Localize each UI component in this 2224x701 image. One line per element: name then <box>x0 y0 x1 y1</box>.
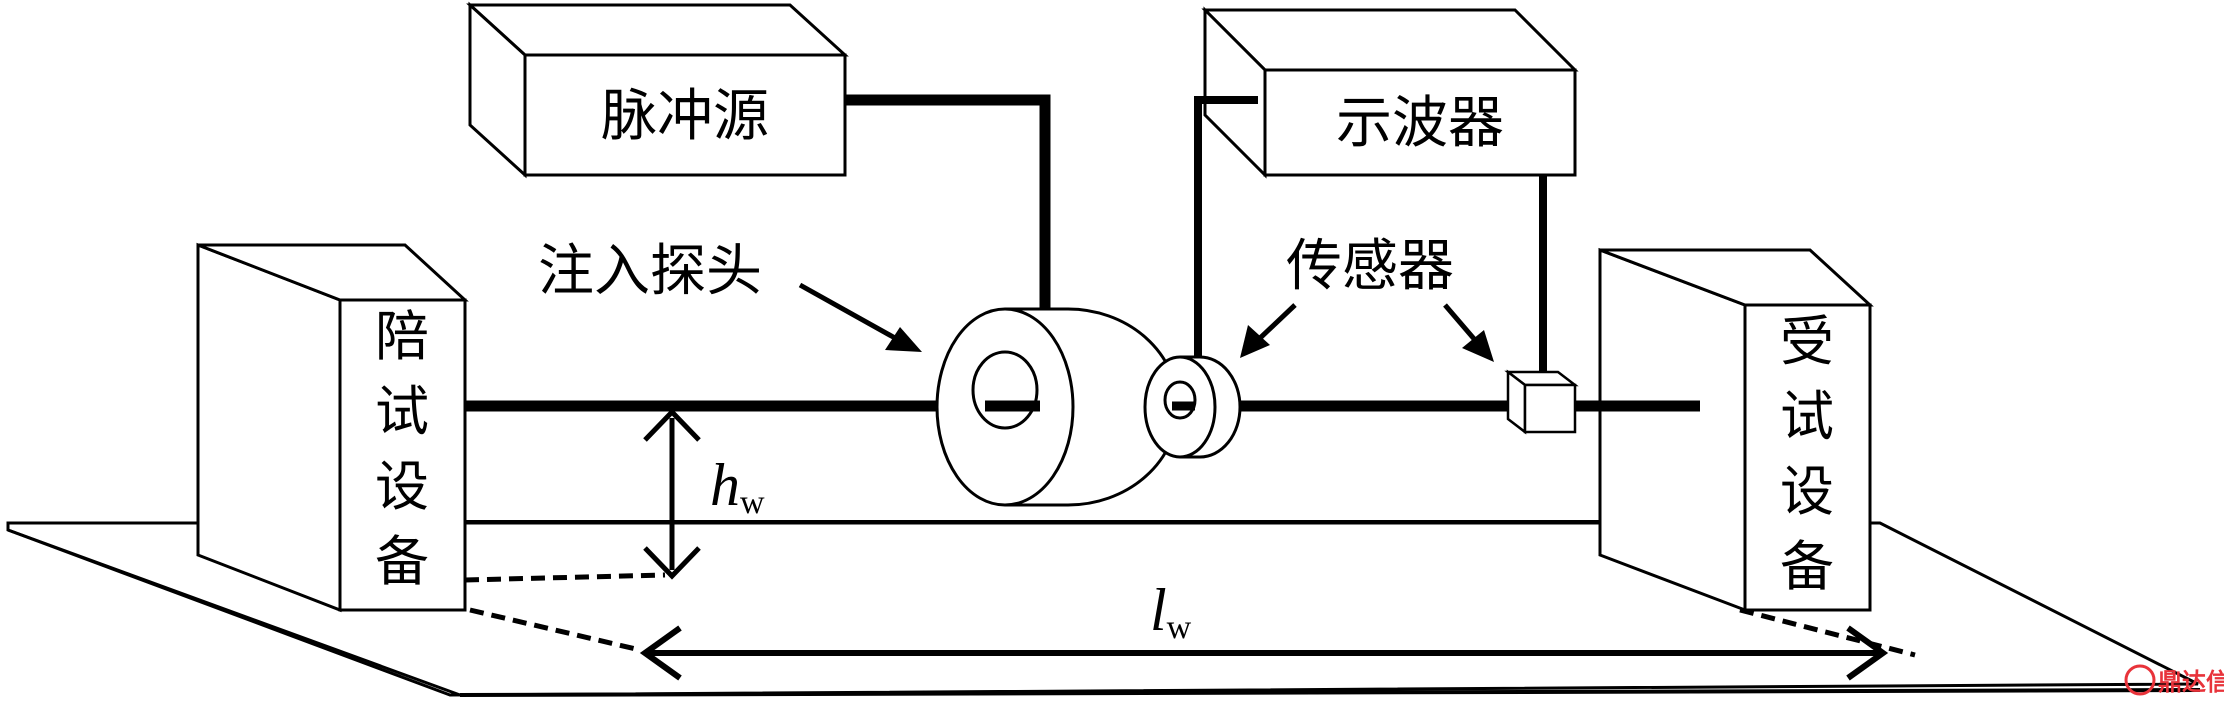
aux-char-4: 备 <box>375 530 429 593</box>
dashed-line-aux-horizontal <box>464 572 666 583</box>
eut-box: 受 试 设 备 <box>1598 247 1874 613</box>
injection-probe <box>935 307 1180 507</box>
oscilloscope-label: 示波器 <box>1336 91 1504 156</box>
sensor-arrow-left <box>1240 303 1297 358</box>
aux-equipment-box: 陪 试 设 备 <box>196 242 469 613</box>
eut-char-3: 设 <box>1780 460 1834 523</box>
sensor-arrow-right <box>1443 303 1494 362</box>
oscilloscope-wire-left <box>1194 96 1258 368</box>
height-symbol: hw <box>710 452 765 521</box>
aux-char-2: 试 <box>375 380 429 443</box>
current-sensor <box>1143 355 1290 459</box>
dashed-line-eut-diagonal <box>1739 607 1916 658</box>
injection-probe-arrow <box>798 282 922 352</box>
watermark-logo: 鼎达信 <box>2124 664 2224 696</box>
eut-char-4: 备 <box>1780 535 1834 598</box>
aux-char-1: 陪 <box>375 305 429 368</box>
aux-char-3: 设 <box>375 455 429 518</box>
pulse-source-wire <box>845 94 1051 318</box>
length-dimension <box>639 625 1889 681</box>
sensor-label: 传感器 <box>1286 234 1454 299</box>
injection-probe-label: 注入探头 <box>538 239 762 304</box>
dashed-line-aux-diagonal <box>469 607 641 653</box>
cube-sensor <box>1504 369 1579 435</box>
pulse-source-label: 脉冲源 <box>601 84 769 149</box>
watermark-text: 鼎达信 <box>2158 668 2224 696</box>
length-symbol: lw <box>1150 577 1192 646</box>
oscilloscope-box: 示波器 <box>1201 6 1579 179</box>
pulse-source-box: 脉冲源 <box>466 1 849 179</box>
eut-char-2: 试 <box>1780 385 1834 448</box>
height-dimension <box>643 408 701 580</box>
eut-char-1: 受 <box>1780 310 1834 373</box>
